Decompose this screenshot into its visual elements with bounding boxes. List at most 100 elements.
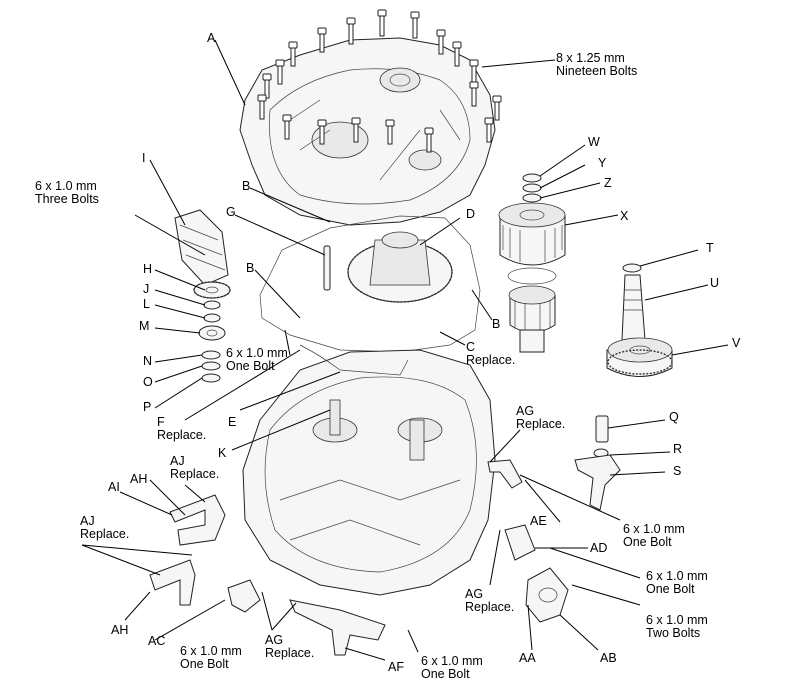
ring-P <box>201 373 221 383</box>
gear-assembly <box>508 285 556 353</box>
label-H: H <box>143 262 153 276</box>
housing-AA-AB <box>525 567 569 623</box>
label-Q: Q <box>669 410 679 424</box>
label-G: G <box>226 205 236 219</box>
bolt-icon <box>257 94 267 120</box>
label-S: S <box>673 464 682 478</box>
label-B-left: B <box>246 261 255 275</box>
ring-N <box>201 350 221 360</box>
pipe-AF <box>289 599 386 656</box>
bolt-icon <box>275 59 285 85</box>
tube-F <box>299 344 409 376</box>
bolt-icon <box>410 11 420 39</box>
bolt-icon <box>436 29 446 55</box>
label-K: K <box>218 446 227 460</box>
label-B-top: B <box>242 179 251 193</box>
label-AB: AB <box>600 651 617 665</box>
label-AC: AC <box>148 634 166 648</box>
bolt-icon <box>288 41 298 67</box>
fork-S <box>574 454 621 511</box>
bolt-icon <box>282 114 292 140</box>
label-X: X <box>620 209 629 223</box>
label-E: E <box>228 415 237 429</box>
label-AF: AF <box>388 660 404 674</box>
shaft-U <box>621 274 646 341</box>
ring-O <box>201 361 221 371</box>
label-J: J <box>143 282 150 296</box>
label-T: T <box>706 241 714 255</box>
label-AH-bottom: AH <box>111 623 129 637</box>
label-I: I <box>142 151 146 165</box>
gear-M <box>198 325 226 341</box>
pipe-AH-AI <box>149 494 226 606</box>
label-P: P <box>143 400 152 414</box>
pin-Q <box>595 415 609 443</box>
label-AE: AE <box>530 514 547 528</box>
leader-lines <box>81 39 729 661</box>
bolt-icon <box>424 127 434 153</box>
bolt-icon <box>317 119 327 145</box>
differential-D <box>347 231 453 303</box>
bolt-icon <box>351 117 361 143</box>
label-M: M <box>139 319 150 333</box>
label-U: U <box>710 276 720 290</box>
bolt-icon <box>262 73 272 99</box>
gear-H <box>193 281 231 299</box>
transmission-housing <box>242 349 496 596</box>
ring-Y <box>522 183 542 193</box>
ring-J <box>203 300 221 310</box>
ring-W <box>522 173 542 183</box>
clutch-drum-X <box>498 202 566 266</box>
ring-L <box>203 313 221 323</box>
label-AI: AI <box>108 480 120 494</box>
label-Z: Z <box>604 176 612 190</box>
pin-G <box>323 245 331 291</box>
ring-T <box>622 263 642 273</box>
label-L: L <box>143 297 150 311</box>
pipe-AC <box>227 579 261 613</box>
bolt-icon <box>469 81 479 107</box>
bolt-icon <box>346 17 356 45</box>
gasket-C <box>259 215 481 353</box>
label-R: R <box>673 442 683 456</box>
bolts-group-A <box>257 9 502 153</box>
label-AD: AD <box>590 541 608 555</box>
gear-V <box>606 337 673 377</box>
label-A: A <box>207 31 216 45</box>
label-Y: Y <box>598 156 607 170</box>
bolt-icon <box>484 117 494 143</box>
label-V: V <box>732 336 741 350</box>
bolt-icon <box>317 27 327 53</box>
label-AA: AA <box>519 651 536 665</box>
bolt-icon <box>492 95 502 121</box>
bolt-icon <box>377 9 387 37</box>
snap-ring <box>507 267 557 285</box>
bolt-icon <box>452 41 462 67</box>
filter-I <box>174 209 229 286</box>
label-AH-top: AH <box>130 472 148 486</box>
pipe-AE <box>487 459 523 489</box>
label-O: O <box>143 375 153 389</box>
bracket-AD <box>504 524 536 561</box>
ring-Z <box>522 193 542 203</box>
label-D: D <box>466 207 476 221</box>
label-B-right: B <box>492 317 501 331</box>
label-W: W <box>588 135 600 149</box>
label-N: N <box>143 354 153 368</box>
